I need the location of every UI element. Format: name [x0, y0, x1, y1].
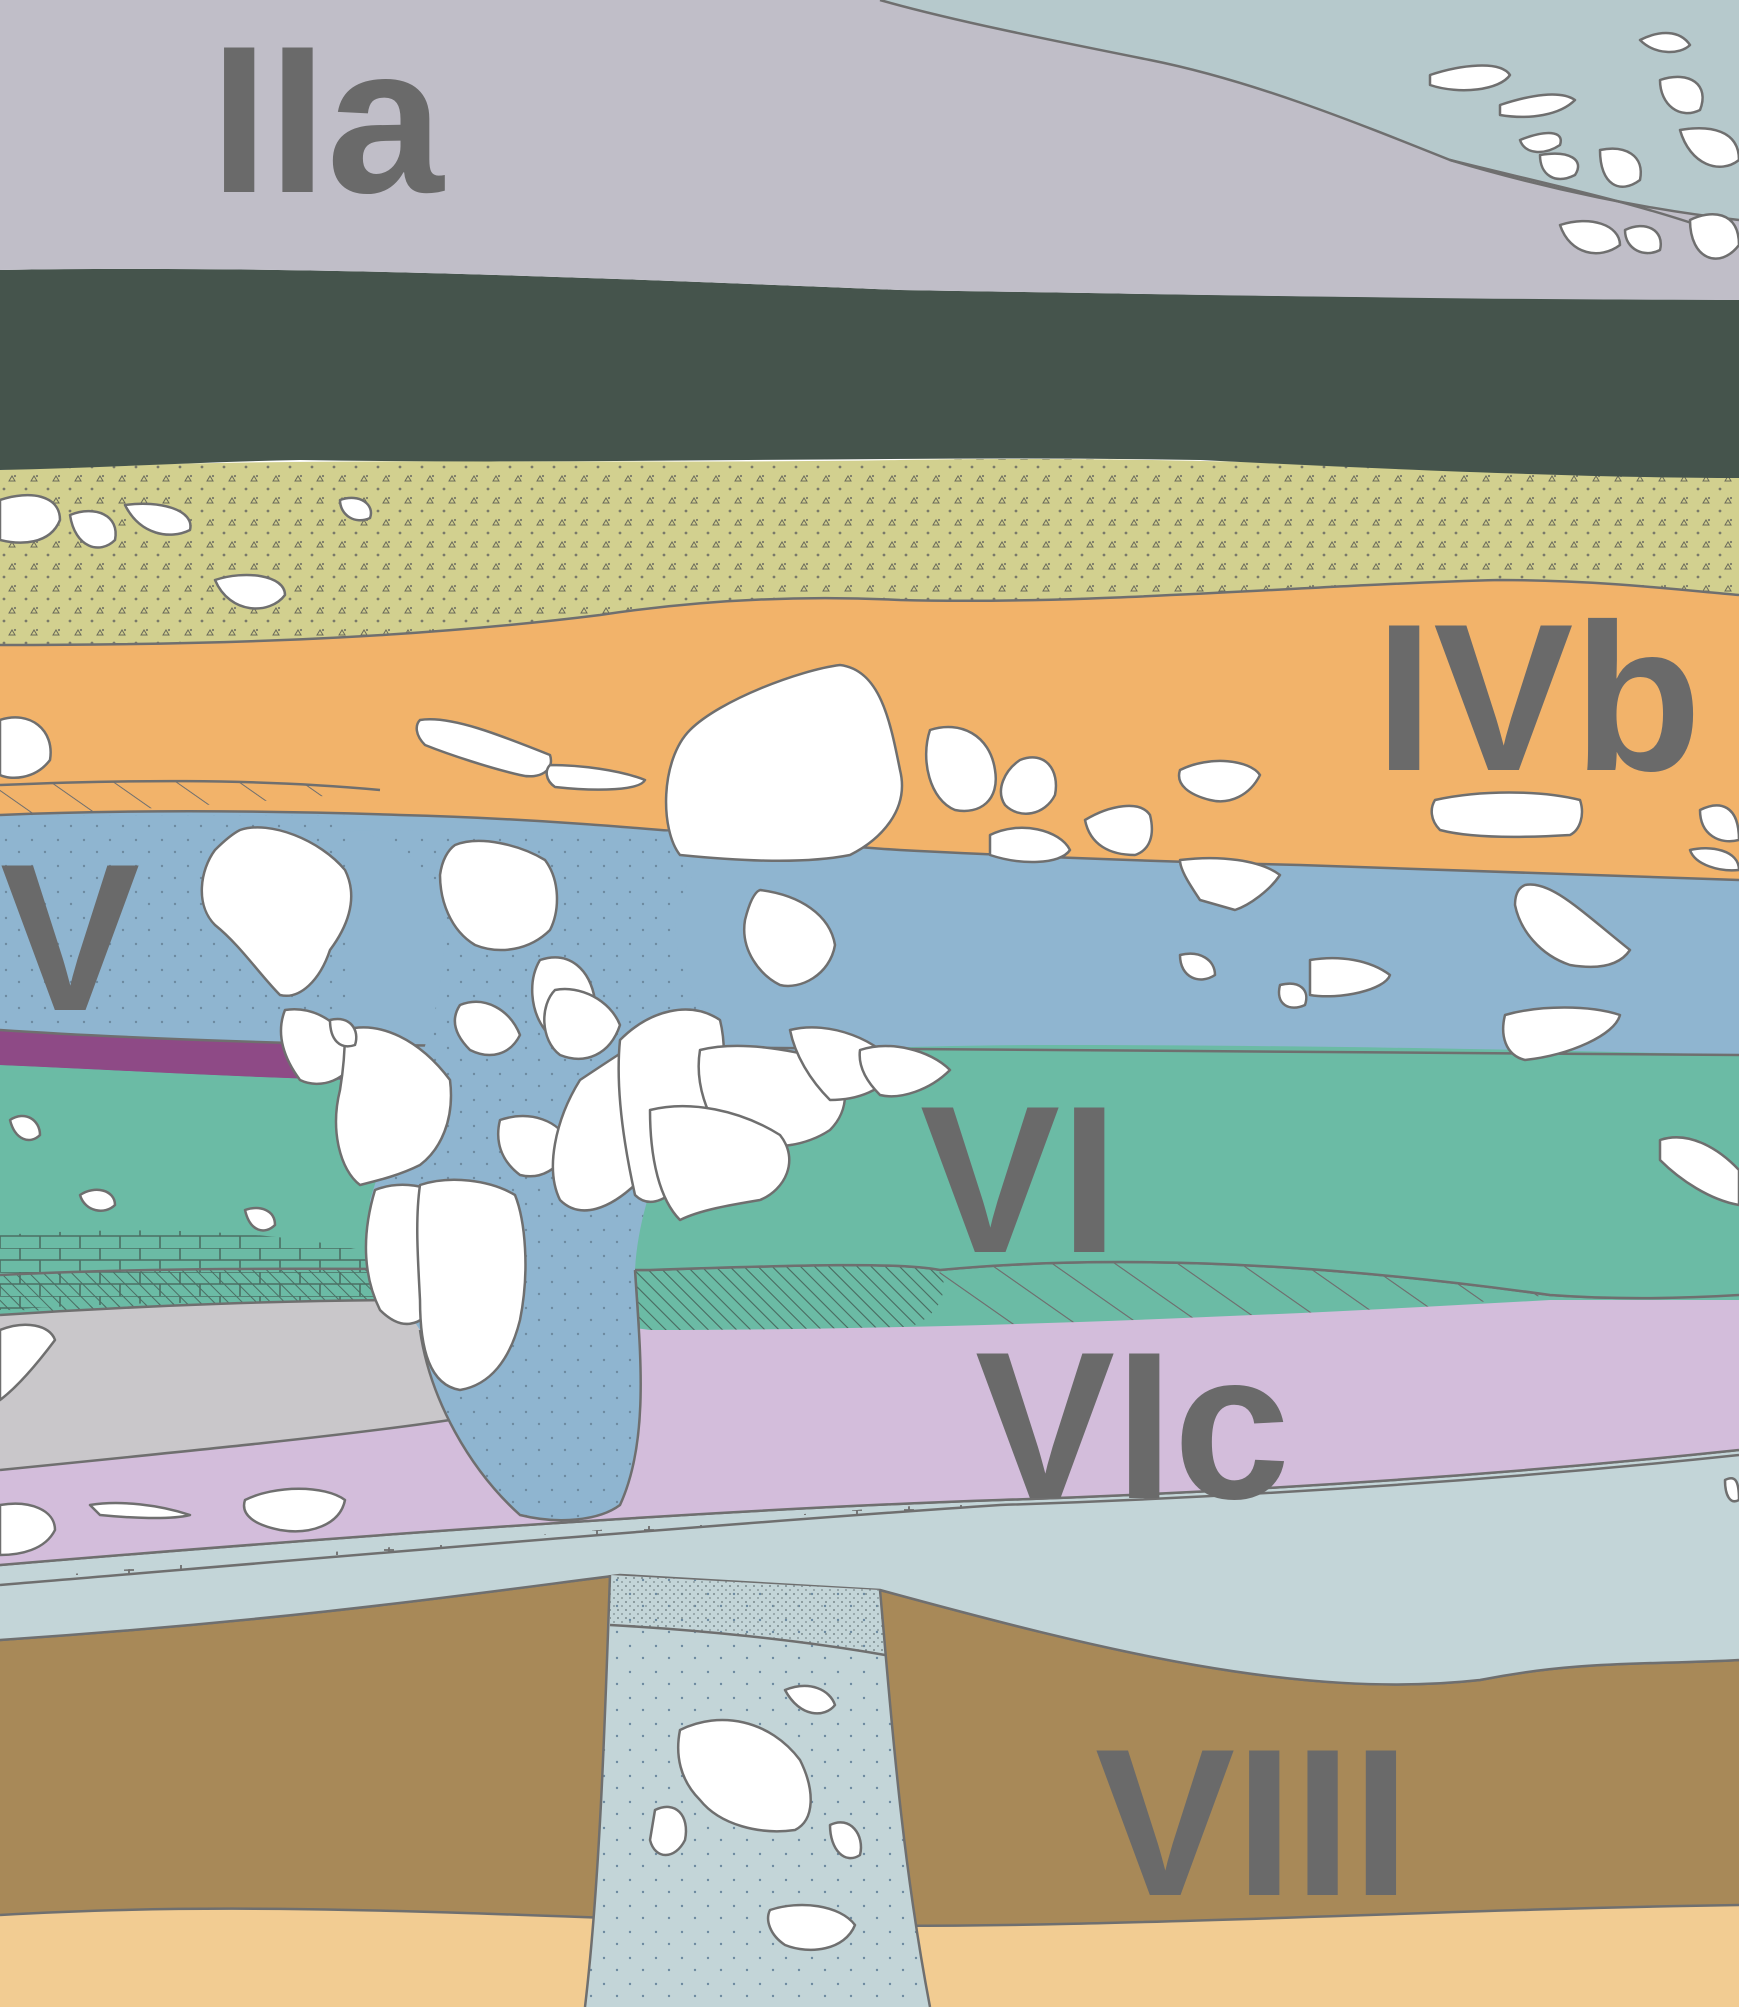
label-IVb: IVb	[1375, 580, 1702, 815]
label-VIII: VIII	[1095, 1705, 1410, 1940]
label-VIc: VIc	[975, 1308, 1290, 1543]
dark-band	[0, 269, 1739, 478]
label-IIa: IIa	[210, 2, 446, 237]
label-V: V	[0, 820, 140, 1055]
label-VI: VI	[920, 1062, 1118, 1297]
